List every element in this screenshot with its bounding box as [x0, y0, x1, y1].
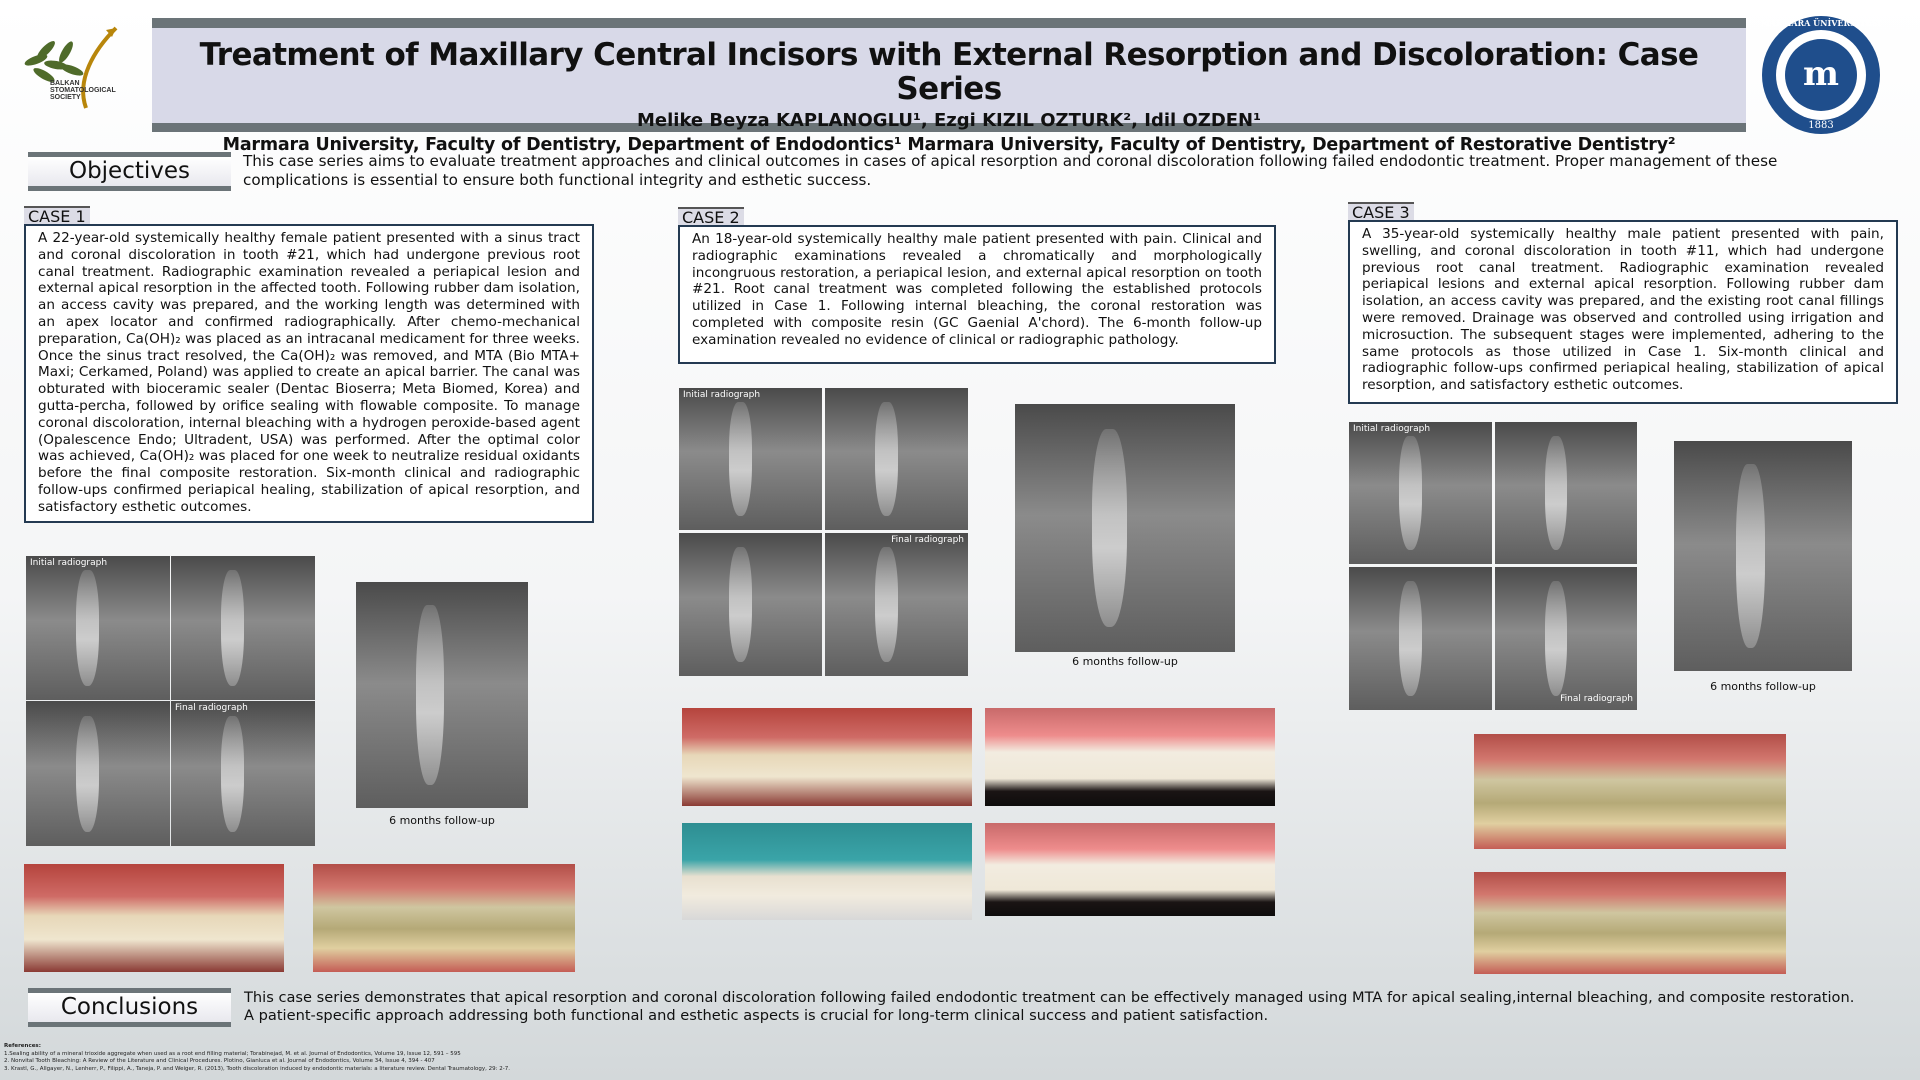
- case-1-xray-2: [171, 556, 315, 700]
- case-1-followup-xray: [356, 582, 528, 808]
- case-1-label: CASE 1: [24, 206, 90, 225]
- left-logo-text: BALKAN STOMATOLOGICAL SOCIETY: [50, 80, 116, 101]
- case-2-initial-label: Initial radiograph: [683, 390, 761, 400]
- references: References: 1.Sealing ability of a miner…: [4, 1043, 904, 1073]
- right-logo-text: MARMARA ÜNİVERSİTESİ: [1760, 18, 1882, 28]
- case-2-label: CASE 2: [678, 207, 744, 226]
- case-3-initial-label: Initial radiograph: [1353, 424, 1431, 434]
- reference-item: 1.Sealing ability of a mineral trioxide …: [4, 1050, 461, 1057]
- references-heading: References:: [4, 1043, 41, 1049]
- objectives-label: Objectives: [28, 152, 231, 191]
- case-3-label: CASE 3: [1348, 202, 1414, 221]
- case-1-text: A 22-year-old systemically healthy femal…: [24, 224, 594, 523]
- case-1-xray-3: [26, 701, 170, 846]
- case-3-xray-1: Initial radiograph: [1349, 422, 1492, 564]
- case-2-photo-1: [682, 708, 972, 806]
- objectives-text: This case series aims to evaluate treatm…: [243, 152, 1778, 189]
- case-3-followup-xray: [1674, 441, 1852, 671]
- poster-title: Treatment of Maxillary Central Incisors …: [199, 37, 1699, 107]
- case-3-xray-2: [1495, 422, 1637, 564]
- case-3-photo-before: [1474, 734, 1786, 849]
- reference-item: 2. Nonvital Tooth Bleaching: A Review of…: [4, 1058, 435, 1064]
- case-2-final-label: Final radiograph: [891, 535, 964, 545]
- right-logo-year: 1883: [1808, 120, 1834, 131]
- case-2-xray-3: [679, 533, 822, 676]
- case-2-followup-caption: 6 months follow-up: [1072, 655, 1178, 668]
- case-1-xray-4: Final radiograph: [171, 701, 315, 846]
- case-3-xray-3: [1349, 567, 1492, 710]
- case-3-text: A 35-year-old systemically healthy male …: [1348, 220, 1898, 404]
- case-1-photo-before: [24, 864, 284, 972]
- case-1-photo-after: [313, 864, 575, 972]
- conclusions-label: Conclusions: [28, 988, 231, 1027]
- marmara-university-seal: MARMARA ÜNİVERSİTESİ m 1883: [1760, 14, 1882, 136]
- case-1-final-label: Final radiograph: [175, 703, 248, 713]
- reference-item: 3. Krastl, G., Allgayer, N., Lenherr, P.…: [4, 1065, 510, 1072]
- case-3-xray-4: Final radiograph: [1495, 567, 1637, 710]
- case-1-initial-label: Initial radiograph: [30, 558, 108, 568]
- conclusions-text: This case series demonstrates that apica…: [244, 989, 1855, 1024]
- poster-affiliation: Marmara University, Faculty of Dentistry…: [222, 135, 1676, 155]
- case-2-photo-4: [985, 823, 1275, 916]
- case-3-final-label: Final radiograph: [1560, 694, 1633, 704]
- header-banner: Treatment of Maxillary Central Incisors …: [152, 18, 1746, 155]
- poster-authors: Melike Beyza KAPLANOGLU¹, Ezgi KIZIL OZT…: [636, 110, 1261, 131]
- balkan-stomatological-logo: BALKAN STOMATOLOGICAL SOCIETY: [16, 20, 138, 116]
- case-2-xray-4: Final radiograph: [825, 533, 968, 676]
- case-2-xray-2: [825, 388, 968, 530]
- case-2-xray-1: Initial radiograph: [679, 388, 822, 530]
- case-3-followup-caption: 6 months follow-up: [1710, 680, 1816, 693]
- case-2-followup-xray: [1015, 404, 1235, 652]
- case-2-photo-3: [682, 823, 972, 920]
- case-1-xray-1: Initial radiograph: [26, 556, 170, 700]
- case-2-photo-2: [985, 708, 1275, 806]
- right-logo-mark: m: [1803, 54, 1839, 94]
- case-2-text: An 18-year-old systemically healthy male…: [678, 225, 1276, 364]
- case-1-followup-caption: 6 months follow-up: [389, 814, 495, 827]
- case-3-photo-after: [1474, 872, 1786, 974]
